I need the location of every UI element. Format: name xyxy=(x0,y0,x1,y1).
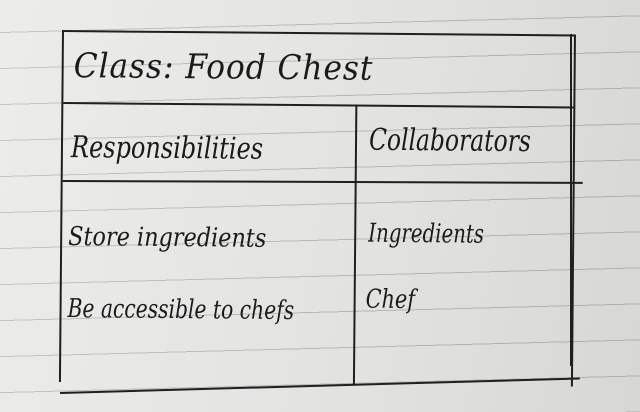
collaborators-header: Collaborators xyxy=(368,122,531,160)
class-name-row: Class: Food Chest xyxy=(63,32,574,109)
header-divider xyxy=(62,180,583,184)
responsibilities-header: Responsibilities xyxy=(70,130,264,167)
column-divider xyxy=(352,104,358,385)
responsibility-item: Store ingredients xyxy=(68,222,267,254)
collaborator-item: Chef xyxy=(365,284,416,316)
card-right-border xyxy=(570,34,572,366)
class-title: Class: Food Chest xyxy=(73,46,374,89)
collaborator-item: Ingredients xyxy=(368,218,485,250)
responsibility-item: Be accessible to chefs xyxy=(67,294,295,327)
crc-card: Class: Food Chest Responsibilities Colla… xyxy=(58,30,583,387)
